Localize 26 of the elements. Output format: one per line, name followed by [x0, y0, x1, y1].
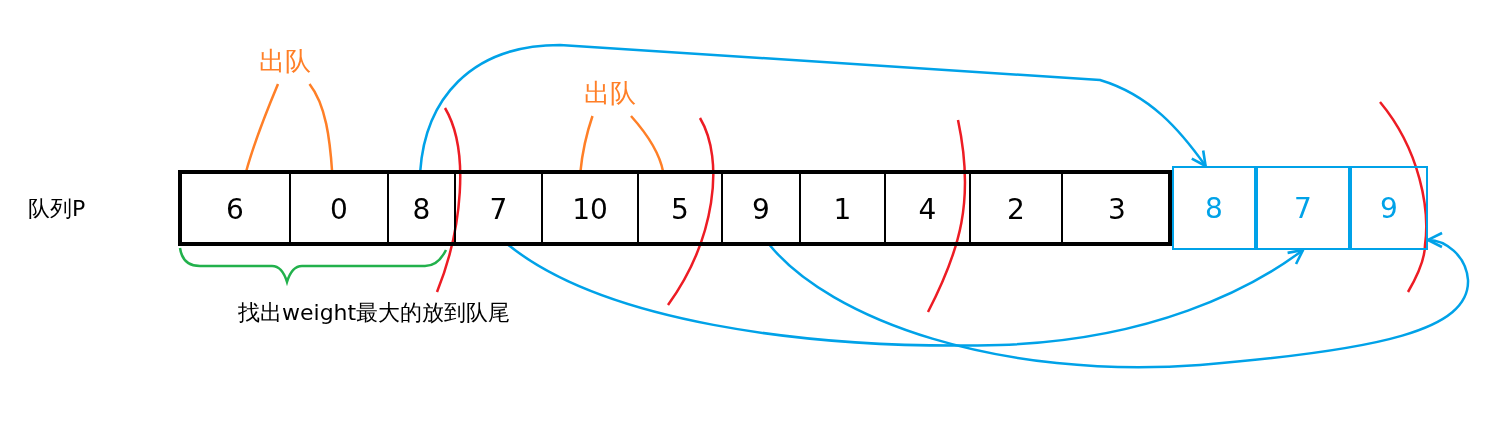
leader-line — [244, 83, 280, 173]
leader-line — [579, 115, 594, 173]
queue-cell: 10 — [543, 173, 639, 245]
queue-bar — [178, 170, 1172, 246]
note-text: 找出weight最大的放到队尾 — [238, 299, 512, 327]
arrow — [767, 232, 1470, 369]
arrow — [506, 243, 1305, 347]
queue-cell: 2 — [971, 173, 1063, 245]
queue-cell: 1 — [801, 173, 886, 245]
dequeue-label: 出队 — [575, 76, 645, 116]
queue-cell: 4 — [886, 173, 971, 245]
queue-cell: 9 — [1350, 166, 1428, 250]
queue-cell: 9 — [723, 173, 801, 245]
dequeue-label: 出队 — [250, 44, 320, 84]
arrow — [418, 43, 1207, 173]
queue-cell: 0 — [291, 173, 389, 245]
queue-cell: 8 — [389, 173, 456, 245]
leader-line — [630, 115, 665, 173]
queue-cell: 8 — [1172, 166, 1256, 250]
queue-cell: 7 — [456, 173, 543, 245]
queue-cell: 7 — [1256, 166, 1350, 250]
queue-name: 队列P — [28, 195, 87, 223]
leader-line — [308, 83, 334, 173]
queue-cell: 5 — [639, 173, 723, 245]
queue-cell: 6 — [181, 173, 291, 245]
queue-cell: 3 — [1063, 173, 1171, 245]
